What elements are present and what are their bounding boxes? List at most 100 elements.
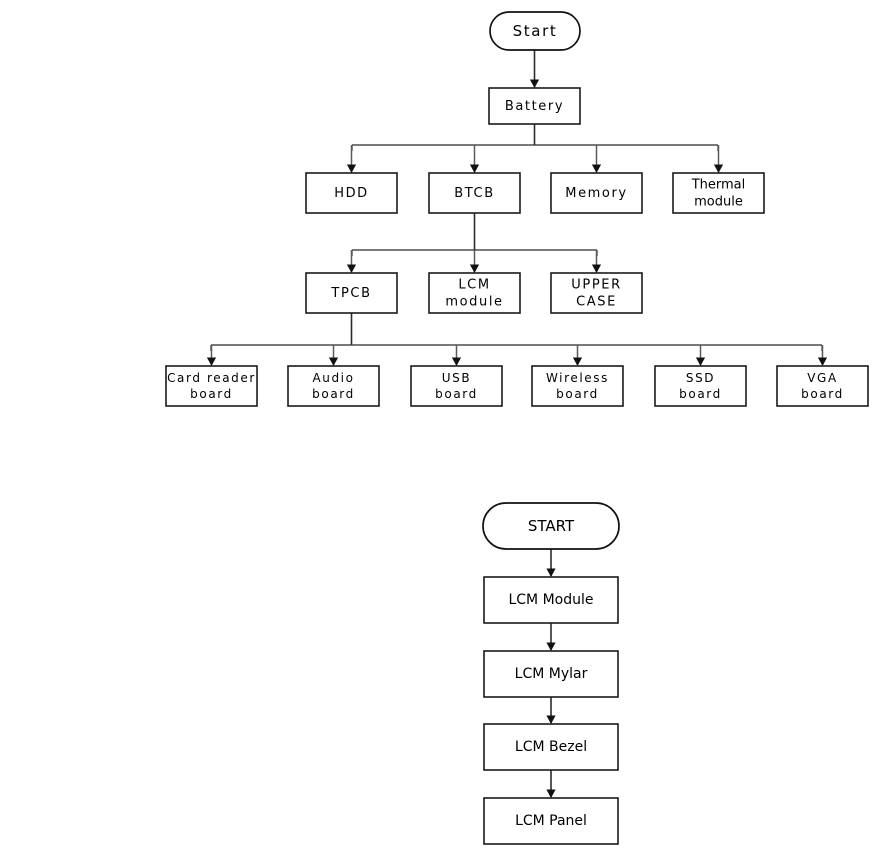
node-label-battery: Battery xyxy=(505,99,564,114)
node-label-line: HDD xyxy=(334,186,369,201)
node-label-line: VGA xyxy=(807,371,838,385)
process-shape xyxy=(531,365,624,407)
process-shape xyxy=(654,365,747,407)
process-shape xyxy=(305,172,398,214)
node-lcmpanel[interactable]: LCM Panel xyxy=(483,797,619,845)
node-label-wireless: Wireless board xyxy=(546,371,609,401)
node-label-line: LCM Module xyxy=(508,592,593,608)
arrow-icon-lcmpanel xyxy=(546,789,556,798)
node-label-upper: UPPER CASE xyxy=(571,277,621,309)
arrow-icon-tpcb xyxy=(346,264,357,273)
node-label-lcmmylar: LCM Mylar xyxy=(515,666,588,682)
node-label-usb: USB board xyxy=(435,371,478,401)
process-shape xyxy=(483,576,619,624)
process-shape xyxy=(428,272,521,314)
arrow-icon-upper xyxy=(591,264,602,273)
node-usb[interactable]: USB board xyxy=(410,365,503,407)
node-label-line: Wireless xyxy=(546,371,609,385)
process-shape xyxy=(488,87,581,125)
node-label-line: board xyxy=(190,387,233,401)
node-label-line: LCM Bezel xyxy=(515,739,587,755)
arrow-icon-thermal xyxy=(713,164,724,173)
node-label-lcmpanel: LCM Panel xyxy=(515,813,587,829)
node-btcb[interactable]: BTCB xyxy=(428,172,521,214)
node-ssd[interactable]: SSD board xyxy=(654,365,747,407)
node-vga[interactable]: VGA board xyxy=(776,365,869,407)
arrow-icon-hdd xyxy=(346,164,357,173)
node-label-line: board xyxy=(435,387,478,401)
node-label-lcmmodule: LCM Module xyxy=(508,592,593,608)
node-label-line: LCM Mylar xyxy=(515,666,588,682)
arrow-icon-audio xyxy=(328,357,339,366)
process-shape xyxy=(287,365,380,407)
node-label-line: UPPER xyxy=(571,277,621,292)
terminator-shape xyxy=(482,502,620,550)
arrow-icon-lcmmodule xyxy=(546,568,556,577)
node-label-line: board xyxy=(801,387,844,401)
arrow-icon-lcmbezel xyxy=(546,715,556,724)
terminator-shape xyxy=(489,11,581,51)
process-shape xyxy=(550,272,643,314)
node-memory[interactable]: Memory xyxy=(550,172,643,214)
edge-layer xyxy=(546,549,556,798)
process-shape xyxy=(305,272,398,314)
node-label-line: board xyxy=(312,387,355,401)
node-label-tpcb: TPCB xyxy=(330,286,371,301)
arrow-icon-vga xyxy=(817,357,828,366)
node-label-line: CASE xyxy=(576,294,617,309)
arrow-icon-memory xyxy=(591,164,602,173)
process-shape xyxy=(428,172,521,214)
arrow-icon-card xyxy=(206,357,217,366)
node-upper[interactable]: UPPER CASE xyxy=(550,272,643,314)
node-card[interactable]: Card reader board xyxy=(165,365,258,407)
process-shape xyxy=(483,650,619,698)
arrow-icon-wireless xyxy=(572,357,583,366)
process-shape xyxy=(410,365,503,407)
edge-layer xyxy=(206,50,828,366)
node-lcmbezel[interactable]: LCM Bezel xyxy=(483,723,619,771)
node-tpcb[interactable]: TPCB xyxy=(305,272,398,314)
node-battery[interactable]: Battery xyxy=(488,87,581,125)
process-shape xyxy=(483,723,619,771)
process-shape xyxy=(776,365,869,407)
node-start[interactable]: Start xyxy=(489,11,581,51)
arrow-icon-battery xyxy=(529,79,540,88)
arrow-icon-usb xyxy=(451,357,462,366)
node-start2[interactable]: START xyxy=(482,502,620,550)
node-label-line: Card reader xyxy=(167,371,256,385)
arrow-icon-lcmmod xyxy=(469,264,480,273)
node-label-lcmbezel: LCM Bezel xyxy=(515,739,587,755)
node-lcmmodule[interactable]: LCM Module xyxy=(483,576,619,624)
node-label-line: LCM Panel xyxy=(515,813,587,829)
node-label-line: Battery xyxy=(505,99,564,114)
node-label-line: USB xyxy=(442,371,471,385)
node-hdd[interactable]: HDD xyxy=(305,172,398,214)
node-label-ssd: SSD board xyxy=(679,371,722,401)
node-label-line: LCM xyxy=(458,277,490,292)
process-shape xyxy=(483,797,619,845)
node-label-memory: Memory xyxy=(565,186,627,201)
node-label-line: SSD xyxy=(686,371,715,385)
node-wireless[interactable]: Wireless board xyxy=(531,365,624,407)
node-label-line: module xyxy=(694,194,743,209)
process-shape xyxy=(165,365,258,407)
process-shape xyxy=(550,172,643,214)
node-lcmmylar[interactable]: LCM Mylar xyxy=(483,650,619,698)
node-label-line: Start xyxy=(513,22,558,40)
node-label-hdd: HDD xyxy=(334,186,369,201)
node-label-start2: START xyxy=(528,517,575,535)
node-label-line: board xyxy=(679,387,722,401)
node-label-line: board xyxy=(556,387,599,401)
node-label-line: START xyxy=(528,517,575,535)
arrow-icon-btcb xyxy=(469,164,480,173)
